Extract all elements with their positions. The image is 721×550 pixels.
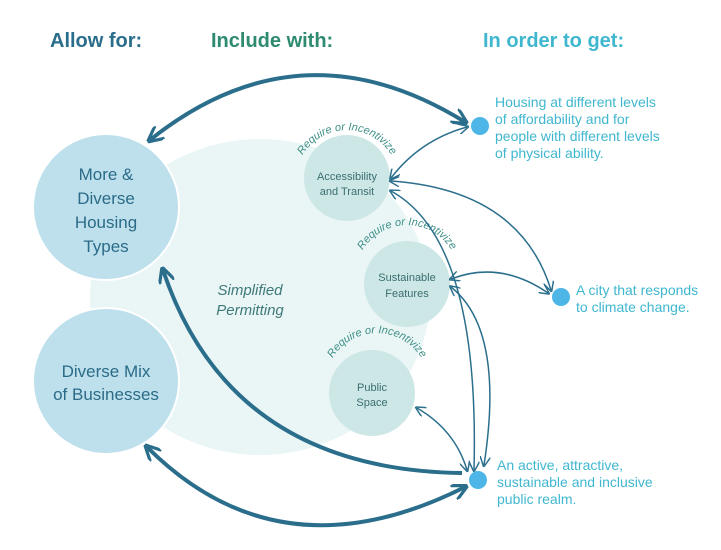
sustainable-label: Sustainable Features bbox=[378, 272, 436, 300]
outcome-line: Housing at different levels bbox=[495, 94, 656, 110]
svg-text:Housing: Housing bbox=[75, 213, 137, 232]
businesses-circle bbox=[32, 307, 180, 455]
outcome-line: people with different levels bbox=[495, 128, 660, 144]
arrow-businesses-to-realm bbox=[147, 447, 465, 528]
outcome-text-affordability: Housing at different levels of affordabi… bbox=[495, 94, 660, 162]
svg-text:Space: Space bbox=[356, 397, 387, 409]
outcome-line: A city that responds bbox=[576, 282, 699, 298]
simplified-permitting-label: Simplified Permitting bbox=[216, 282, 284, 319]
header-include-with: Include with: bbox=[211, 30, 334, 52]
svg-text:Public: Public bbox=[357, 382, 387, 394]
outcome-text-climate: A city that responds to climate change. bbox=[576, 282, 698, 316]
sustainable-circle bbox=[364, 241, 450, 327]
housing-types-label: More & Diverse Housing Types bbox=[75, 165, 137, 256]
svg-text:Sustainable: Sustainable bbox=[378, 272, 436, 284]
housing-types-circle bbox=[32, 133, 180, 281]
svg-text:Simplified: Simplified bbox=[217, 282, 283, 299]
svg-text:and Transit: and Transit bbox=[320, 186, 374, 198]
outcome-line: to climate change. bbox=[576, 299, 690, 315]
svg-text:More &: More & bbox=[79, 165, 134, 184]
svg-text:Accessibility: Accessibility bbox=[317, 171, 377, 183]
svg-text:Features: Features bbox=[385, 288, 429, 300]
arrow-sustainable-realm bbox=[451, 287, 491, 465]
outcome-text-realm: An active, attractive, sustainable and i… bbox=[497, 457, 653, 508]
accessibility-label: Accessibility and Transit bbox=[317, 171, 377, 198]
outcome-line: of physical ability. bbox=[495, 145, 604, 161]
outcome-dot-climate bbox=[552, 288, 570, 306]
arrow-accessibility-affordability bbox=[391, 127, 467, 178]
svg-text:Permitting: Permitting bbox=[216, 302, 284, 319]
svg-text:Types: Types bbox=[83, 237, 128, 256]
outcome-line: of affordability and for bbox=[495, 111, 630, 127]
outcome-line: sustainable and inclusive bbox=[497, 474, 653, 490]
outcome-line: An active, attractive, bbox=[497, 457, 624, 473]
outcome-dot-affordability bbox=[471, 117, 489, 135]
header-allow-for: Allow for: bbox=[50, 30, 143, 52]
arrow-accessibility-climate bbox=[391, 181, 551, 290]
arrow-housing-to-affordability bbox=[150, 73, 465, 140]
arrow-publicspace-realm bbox=[417, 408, 467, 470]
outcome-dot-realm bbox=[469, 471, 487, 489]
businesses-label: Diverse Mix of Businesses bbox=[53, 362, 159, 404]
svg-text:Diverse Mix: Diverse Mix bbox=[62, 362, 151, 381]
public-space-label: Public Space bbox=[356, 382, 387, 409]
arrow-sustainable-climate bbox=[451, 272, 548, 293]
accessibility-circle bbox=[304, 135, 390, 221]
svg-text:Diverse: Diverse bbox=[77, 189, 135, 208]
outcome-line: public realm. bbox=[497, 491, 577, 507]
svg-text:of Businesses: of Businesses bbox=[53, 385, 159, 404]
header-in-order-to-get: In order to get: bbox=[483, 30, 625, 52]
